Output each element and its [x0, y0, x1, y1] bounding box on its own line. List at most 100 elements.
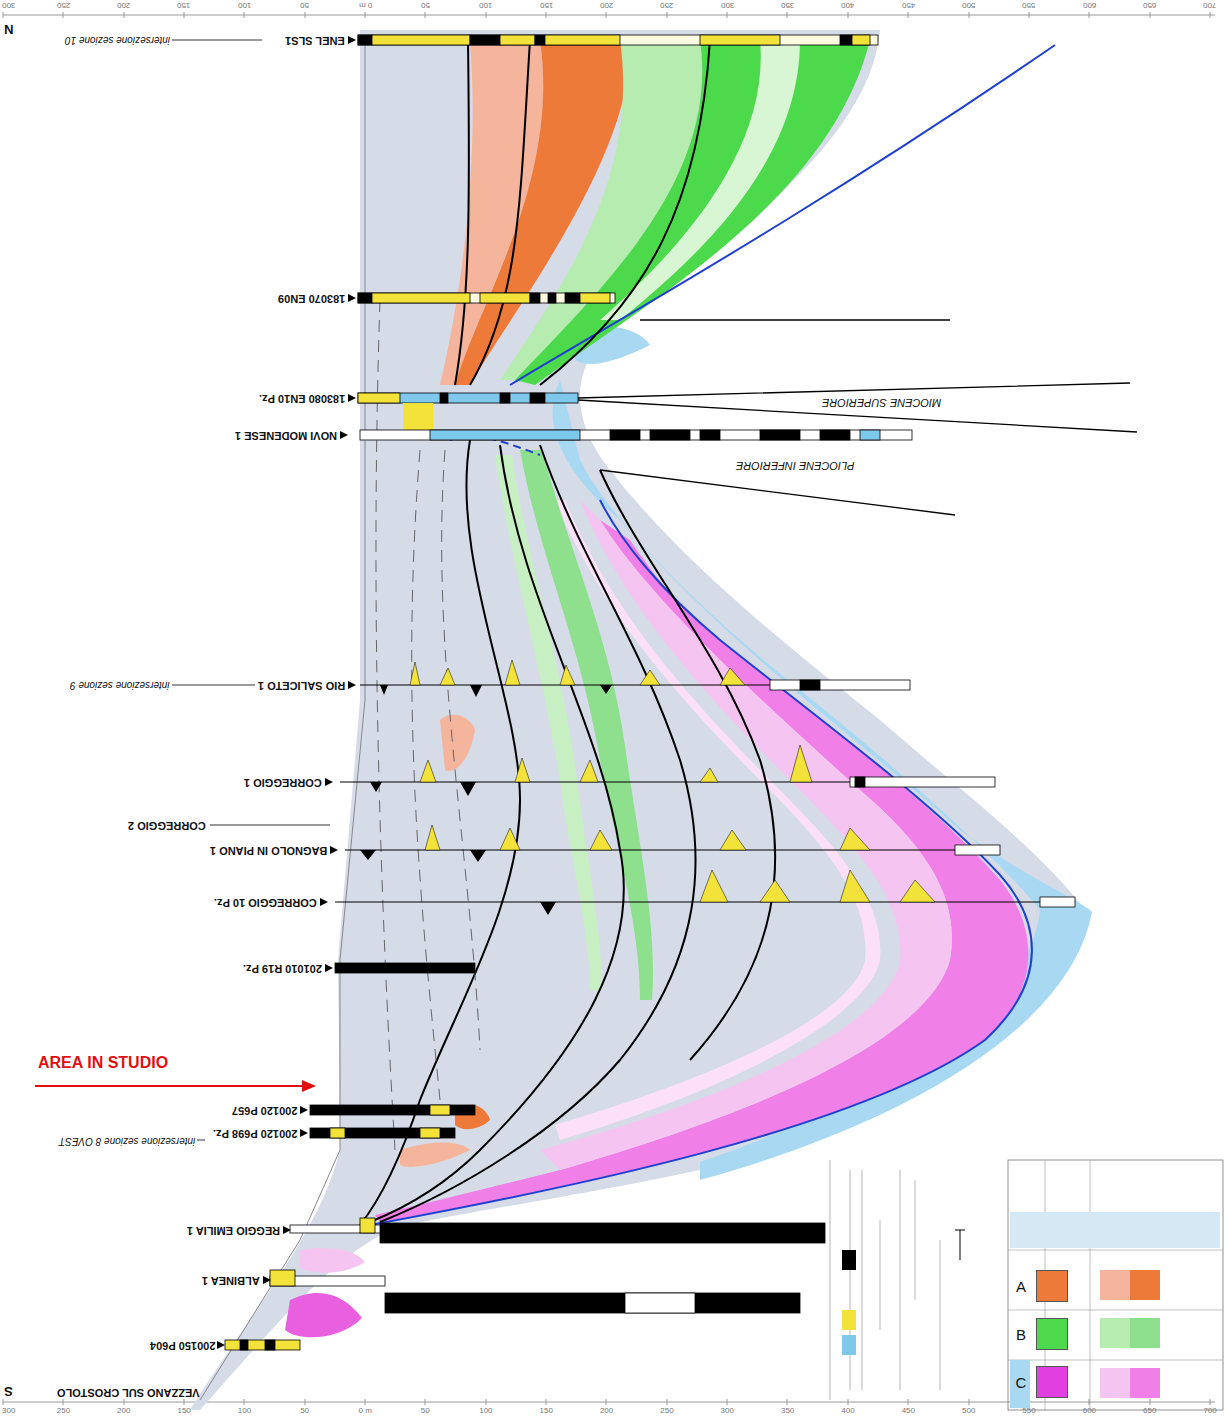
section-rect	[625, 1293, 695, 1313]
section-rect	[955, 845, 1000, 855]
scale-number: 250	[660, 1406, 673, 1415]
scale-number: 650	[1143, 1, 1156, 10]
legend-swatch	[1036, 1366, 1068, 1398]
section-path	[700, 870, 935, 902]
scale-number: 550	[1022, 1, 1035, 10]
scale-number: 200	[600, 1406, 613, 1415]
scale-number: 450	[902, 1, 915, 10]
section-rect	[535, 35, 545, 45]
legend-row: C	[1012, 1358, 1072, 1406]
section-rect	[860, 430, 880, 440]
section-path	[172, 40, 330, 1140]
scale-number: 250	[660, 1, 673, 10]
section-label: CORREGGIO 2	[128, 819, 206, 832]
section-label: intersezione sezione 8 OVEST	[59, 1135, 195, 1147]
section-g	[830, 1160, 940, 1400]
section-g	[225, 35, 1075, 1350]
section-label: 183080 EN10 Pz.	[259, 392, 345, 405]
scale-number: 250	[57, 1, 70, 10]
section-g	[360, 685, 612, 915]
section-rect	[360, 1218, 375, 1233]
scale-number: 300	[2, 1, 15, 10]
section-path	[600, 40, 800, 320]
section-rect	[530, 393, 545, 403]
section-rect	[842, 1310, 856, 1330]
section-g	[217, 36, 356, 1349]
scale-number: 700	[1203, 1406, 1216, 1415]
section-label: CORREGGIO 10 Pz.	[214, 896, 317, 909]
section-label: NOVI MODENESE 1	[235, 429, 337, 442]
legend-row: A	[1012, 1262, 1072, 1310]
section-rect	[1010, 1360, 1030, 1408]
scale-number: 200	[117, 1406, 130, 1415]
section-label: 200150 P604	[150, 1339, 215, 1352]
section-label: AREA IN STUDIO	[38, 1054, 168, 1072]
scale-number: 0 m	[359, 1406, 372, 1415]
section-rect	[840, 35, 852, 45]
section-rect	[842, 1250, 856, 1270]
scale-number: 100	[238, 1406, 251, 1415]
section-rect	[610, 430, 640, 440]
section-rect	[700, 35, 780, 45]
scale-number: 350	[781, 1, 794, 10]
section-rect	[360, 430, 912, 440]
scale-number: 50	[300, 1406, 309, 1415]
section-rect	[1100, 1368, 1130, 1398]
section-path	[410, 660, 745, 685]
section-path	[400, 1143, 470, 1167]
section-path	[35, 1085, 305, 1087]
section-rect	[820, 430, 850, 440]
section-rect	[852, 35, 870, 45]
scale-number: 250	[57, 1406, 70, 1415]
section-rect	[372, 35, 470, 45]
section-rect	[225, 1340, 300, 1350]
scale-number: 150	[177, 1406, 190, 1415]
scale-number: 500	[962, 1406, 975, 1415]
section-label: 200120 P698 Pz.	[213, 1127, 297, 1140]
section-rect	[1130, 1318, 1160, 1348]
scale-number: 150	[540, 1, 553, 10]
section-rect	[265, 1340, 275, 1350]
section-rect	[855, 777, 865, 787]
section-g	[410, 660, 935, 902]
scale-number: 400	[841, 1406, 854, 1415]
section-rect	[580, 293, 610, 303]
section-rect	[480, 293, 530, 303]
scale-number: 200	[600, 1, 613, 10]
scale-number: 600	[1083, 1, 1096, 10]
section-rect	[500, 393, 510, 403]
section-path	[955, 1230, 965, 1260]
section-path	[455, 40, 710, 385]
section-rect	[310, 1105, 475, 1115]
section-rect	[470, 35, 500, 45]
section-label: 200120 P657	[232, 1104, 297, 1117]
legend-row: B	[1012, 1310, 1072, 1358]
section-label: 201010 R19 Pz.	[243, 962, 322, 975]
section-path	[217, 36, 356, 1349]
scale-number: 100	[238, 1, 251, 10]
legend-text: A	[1012, 1278, 1030, 1295]
section-rect	[358, 293, 372, 303]
section-rect	[330, 1128, 345, 1138]
section-rect	[565, 293, 580, 303]
section-rect	[358, 35, 372, 45]
section-label: BAGNOLO IN PIANO 1	[210, 844, 327, 857]
section-path	[510, 45, 1055, 385]
section-path	[600, 470, 775, 1060]
section-label: VEZZANO SUL CROSTOLO	[57, 1386, 200, 1399]
scale-number: 600	[1083, 1406, 1096, 1415]
section-rect	[403, 403, 433, 433]
scale-number: 550	[1022, 1406, 1035, 1415]
scale-number: 200	[117, 1, 130, 10]
section-rect	[548, 293, 556, 303]
compass-letter: S	[4, 1383, 13, 1398]
section-rect	[385, 1293, 800, 1313]
section-rect	[545, 35, 620, 45]
scale-number: 450	[902, 1406, 915, 1415]
section-rect	[440, 393, 448, 403]
section-rect	[1130, 1368, 1160, 1398]
scale-number: 350	[781, 1406, 794, 1415]
section-path	[830, 1160, 940, 1400]
scale-number: 300	[721, 1406, 734, 1415]
legend-swatch	[1036, 1318, 1068, 1350]
